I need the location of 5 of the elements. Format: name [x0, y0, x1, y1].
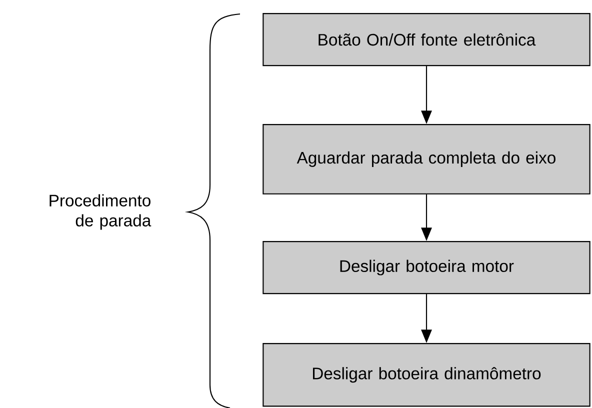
- bracket-label: Procedimento de parada: [50, 194, 152, 230]
- process-box: Desligar botoeira motor: [262, 241, 590, 294]
- process-box: Aguardar parada completa do eixo: [262, 124, 590, 194]
- process-box: Botão On/Off fonte eletrônica: [262, 13, 590, 66]
- process-box: Desligar botoeira dinamômetro: [262, 343, 590, 407]
